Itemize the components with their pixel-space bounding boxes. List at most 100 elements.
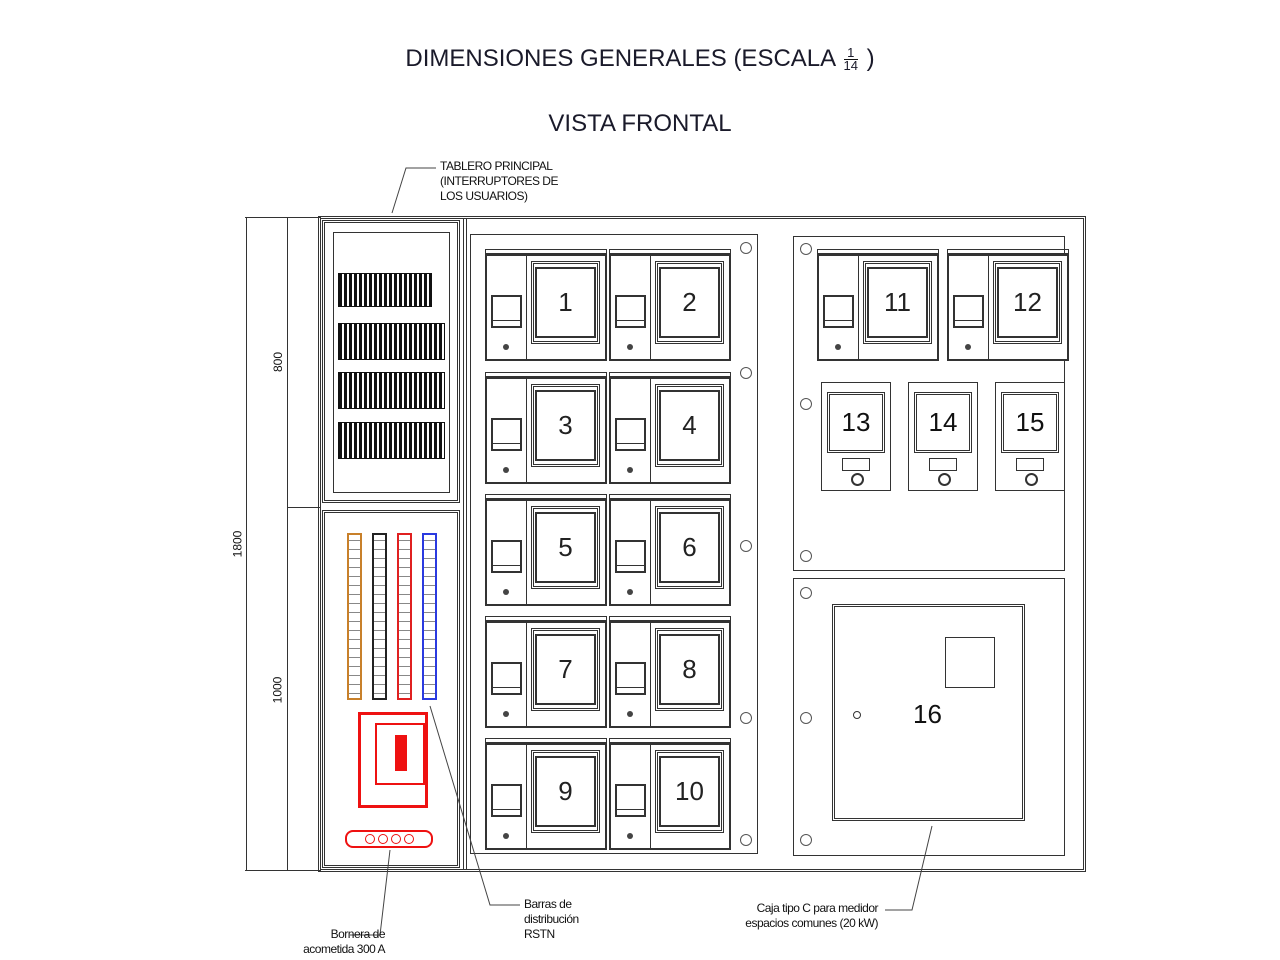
meter-6: 6: [609, 494, 731, 606]
dimension-line-partial: [287, 217, 288, 871]
box-number: 16: [913, 699, 942, 729]
meter-11: 11: [817, 249, 939, 361]
meter-10: 10: [609, 738, 731, 850]
meter-3: 3: [485, 372, 607, 484]
breaker-window: [491, 294, 522, 328]
meter-lid: [947, 249, 1069, 256]
screw-icon: [503, 833, 510, 839]
meter-7: 7: [485, 616, 607, 728]
main-board-compartment: [322, 220, 460, 503]
meter-lid: [609, 494, 731, 501]
screw-icon: [835, 344, 842, 350]
title-text: DIMENSIONES GENERALES (ESCALA: [405, 45, 835, 72]
meter-face: [654, 628, 725, 712]
breaker-window: [823, 294, 854, 328]
meter-breaker-section: [487, 255, 527, 359]
breaker-window: [491, 417, 522, 451]
screw-icon: [627, 833, 634, 839]
meter-1: 1: [485, 249, 607, 361]
meter-face: [530, 261, 601, 345]
scale-num: 1: [843, 46, 858, 61]
meter-breaker-section: [487, 622, 527, 726]
busbar-n: [422, 533, 437, 700]
meter-14: 14: [908, 382, 978, 491]
screw-icon: [800, 834, 812, 846]
meter-face: [530, 384, 601, 468]
view-subtitle: VISTA FRONTAL: [548, 110, 732, 137]
breaker-row: [338, 323, 445, 360]
meter-number: 7: [535, 634, 596, 706]
breaker-window: [491, 783, 522, 817]
common-meter-box: 16: [832, 604, 1025, 821]
cabinet-frame: [318, 216, 1086, 872]
meter-face: [654, 506, 725, 590]
screw-icon: [800, 587, 812, 599]
meter-face: [654, 750, 725, 834]
meter-lid: [609, 372, 731, 379]
screw-icon: [965, 344, 972, 350]
meter-breaker-section: [949, 255, 989, 359]
screw-icon: [740, 367, 752, 379]
screw-icon: [503, 344, 510, 350]
knob-icon: [851, 473, 864, 486]
meter-lid: [485, 249, 607, 256]
busbar-s: [372, 533, 387, 700]
common-box-panel: [793, 578, 1065, 856]
breaker-window: [615, 417, 646, 451]
meter-number: 5: [535, 512, 596, 584]
meter-lid: [609, 738, 731, 745]
screw-icon: [800, 712, 812, 724]
meter-breaker-section: [487, 378, 527, 482]
meter-number: 13: [827, 391, 885, 454]
main-breaker: [358, 712, 428, 808]
meter-face: [654, 261, 725, 345]
screw-icon: [503, 711, 510, 717]
meter-number: 14: [914, 391, 972, 454]
screw-icon: [627, 344, 634, 350]
meter-lid: [609, 249, 731, 256]
distribution-compartment: [322, 510, 460, 868]
breaker-window: [615, 661, 646, 695]
meter-face: [530, 506, 601, 590]
breaker-window: [615, 539, 646, 573]
meter-breaker-section: [611, 744, 651, 848]
screw-icon: [740, 242, 752, 254]
meter-breaker-section: [611, 378, 651, 482]
meter-9: 9: [485, 738, 607, 850]
meter-breaker-section: [611, 255, 651, 359]
meter-2: 2: [609, 249, 731, 361]
meter-lid: [485, 494, 607, 501]
main-board-plate: [333, 232, 450, 493]
meter-number: 9: [535, 756, 596, 828]
meter-number: 2: [659, 267, 720, 339]
busbar-t: [397, 533, 412, 700]
meter-4: 4: [609, 372, 731, 484]
breaker-row: [338, 422, 445, 459]
dimension-extension: [245, 217, 321, 871]
meter-face: [654, 384, 725, 468]
breaker-window: [615, 783, 646, 817]
meter-slot: [1016, 457, 1044, 471]
screw-icon: [800, 398, 812, 410]
knob-icon: [938, 473, 951, 486]
screw-icon: [740, 834, 752, 846]
busbar-r: [347, 533, 362, 700]
meter-face: [862, 261, 933, 345]
meter-number: 6: [659, 512, 720, 584]
meter-5: 5: [485, 494, 607, 606]
breaker-window: [491, 539, 522, 573]
meter-number: 15: [1001, 391, 1059, 454]
meter-lid: [485, 738, 607, 745]
meter-8: 8: [609, 616, 731, 728]
box-lock-icon: [853, 711, 861, 719]
breaker-window: [491, 661, 522, 695]
screw-icon: [627, 467, 634, 473]
screw-icon: [740, 712, 752, 724]
